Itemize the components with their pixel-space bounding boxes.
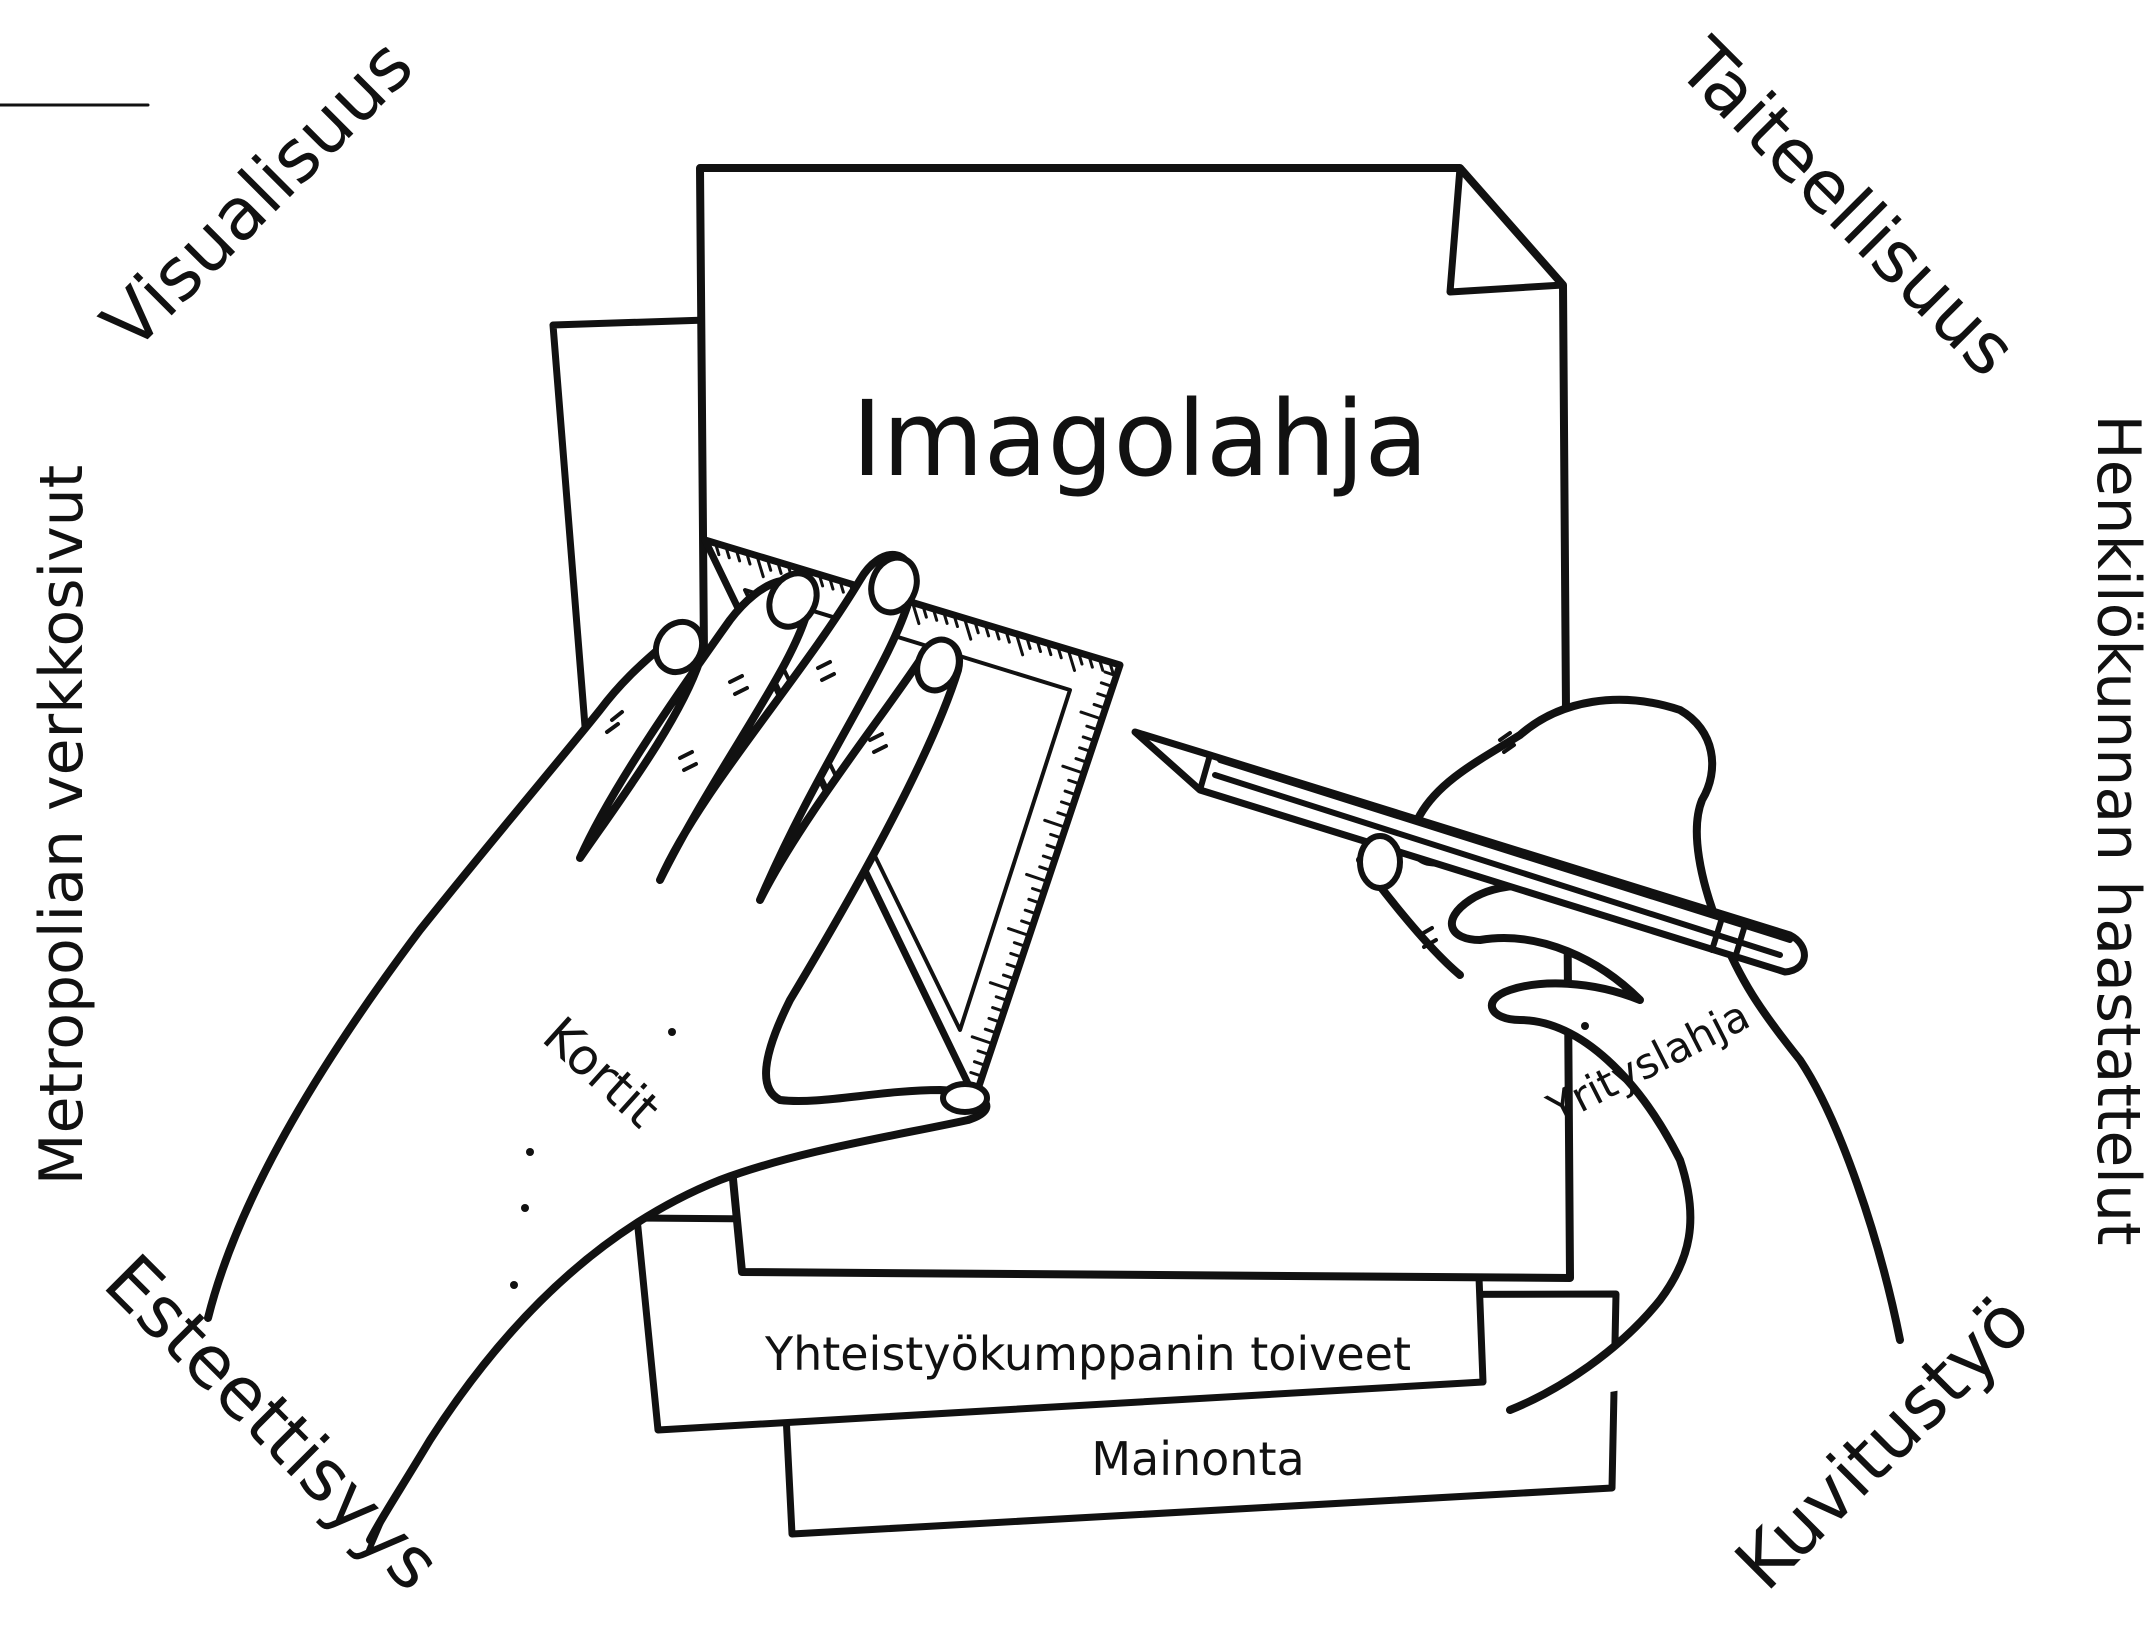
corner-word-top-left: Visualisuus [86,23,429,366]
side-word-right: Henkilökunnan haastattelut [2083,414,2151,1245]
center-title: Imagolahja [852,378,1429,500]
middle-sheet-label: Yhteistyökumppanin toiveet [764,1327,1411,1381]
corner-word-top-right: Taiteellisuus [1662,22,2033,393]
side-word-left: Metropolian verkkosivut [27,465,97,1185]
bottom-sheet-label: Mainonta [1091,1432,1304,1486]
